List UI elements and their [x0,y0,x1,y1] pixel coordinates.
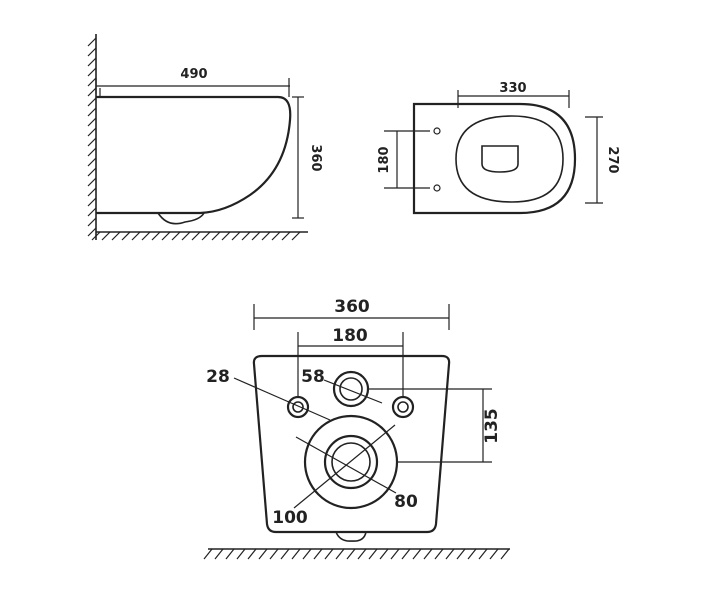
top-fixing-hole-upper [433,127,441,135]
floor-hatching [91,231,308,241]
toilet-top-outline [412,102,577,215]
dimension-side-length: 490 [95,67,290,97]
inlet-diameter-label: 58 [301,367,325,387]
dimension-top-width: 270 [585,116,620,204]
dimension-rear-width: 360 [253,297,450,330]
toilet-top-bowl [455,115,564,203]
dimension-inlet-outlet-offset: 135 [368,388,502,463]
rear-fixing-hole-right [391,395,415,419]
top-fixing-spacing-label: 180 [377,146,392,173]
dimension-side-height: 360 [292,96,323,219]
top-view: 330 180 270 [377,81,620,215]
inlet-outlet-offset-label: 135 [482,408,502,444]
rear-floor-hatching [203,548,510,560]
toilet-side-profile [96,95,292,215]
wall-hatching [87,34,97,240]
water-inlet [332,370,370,408]
dimension-rear-fixing-spacing: 180 [297,326,404,396]
top-fixing-hole-lower [433,184,441,192]
rear-fixing-hole-left [286,395,310,419]
fixing-hole-label: 28 [206,367,230,387]
leader-outlet-outer: 100 [272,424,396,528]
toilet-side-foot [157,212,205,225]
dimension-top-bowl-length: 330 [457,81,570,108]
top-width-label: 270 [605,146,620,173]
rear-fixing-spacing-label: 180 [332,326,368,346]
top-bowl-length-label: 330 [499,81,526,96]
leader-inlet: 58 [301,367,383,404]
side-length-label: 490 [180,67,207,82]
toilet-top-drain [481,145,519,173]
leader-fixing-hole: 28 [206,367,331,421]
rear-width-label: 360 [334,297,370,317]
dimension-top-fixing-spacing: 180 [377,130,430,189]
toilet-rear-outline [252,354,451,534]
side-height-label: 360 [308,144,323,171]
waste-outlet [303,414,399,510]
toilet-rear-foot [335,531,367,542]
outlet-inner-diameter-label: 80 [394,492,418,512]
outlet-outer-diameter-label: 100 [272,508,308,528]
leader-outlet-inner: 80 [295,436,418,512]
rear-view: 360 180 135 28 58 100 [203,297,510,560]
side-view: 490 360 [87,34,323,241]
